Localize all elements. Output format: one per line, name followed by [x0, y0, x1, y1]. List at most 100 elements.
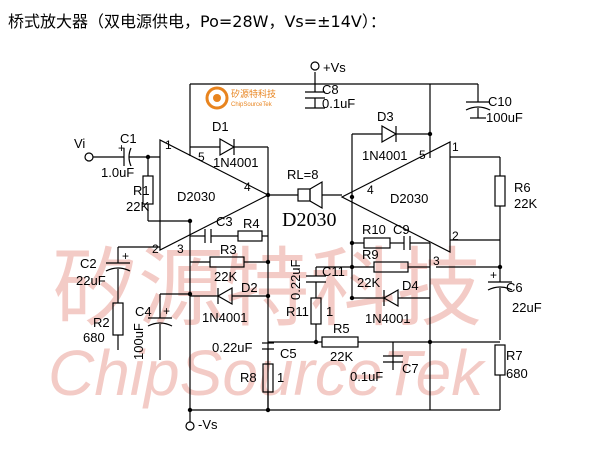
r7-value: 680	[506, 366, 528, 381]
d3-diode: D3 1N4001	[349, 109, 433, 200]
d4-value: 1N4001	[365, 311, 411, 326]
right-pin-4: 4	[367, 183, 374, 197]
vs-negative-terminal	[185, 421, 195, 431]
page-title: 桥式放大器（双电源供电，Po=28W，Vs=±14V）：	[8, 12, 386, 31]
vi-label: Vi	[74, 136, 85, 151]
c2-label: C2	[80, 256, 97, 271]
r6-resistor: R6 22K	[450, 156, 537, 224]
ground-bus	[117, 218, 431, 413]
r5-resistor-link: R5 22K	[268, 321, 500, 364]
r3-value: 22K	[214, 269, 237, 284]
c8-value: 0.1uF	[322, 96, 355, 111]
left-feedback-ground: + C2 22uF R2 680	[76, 246, 160, 345]
right-feedback-ground: + C6 22uF R7 680	[430, 224, 542, 411]
r8-label: R8	[240, 370, 257, 385]
left-pin-1: 1	[165, 138, 172, 152]
left-pin-2: 2	[152, 242, 159, 256]
r9-value: 22K	[357, 275, 380, 290]
c7-capacitor: 0.1uF C7	[350, 342, 419, 384]
r3-label: R3	[220, 242, 237, 257]
c9-label: C9	[393, 222, 410, 237]
vs-positive-label: +Vs	[323, 60, 346, 75]
c5-label: C5	[280, 346, 297, 361]
input-stage: Vi + C1 1.0uF R1 22K	[74, 131, 160, 221]
r5-value: 22K	[330, 349, 353, 364]
logo-cn: 矽源特科技	[231, 88, 276, 100]
d2-diode: D2 1N4001	[190, 280, 271, 325]
r5-label: R5	[333, 321, 350, 336]
vi-terminal	[84, 152, 94, 162]
right-feedback-network: R10 C9 R9 22K	[349, 197, 431, 300]
r6-value: 22K	[514, 196, 537, 211]
c8-label: C8	[322, 82, 339, 97]
c1-value: 1.0uF	[101, 165, 134, 180]
r4-label: R4	[243, 216, 260, 231]
watermark-chinese: 矽源特科技	[52, 241, 482, 337]
right-amplifier: D2030 1 5 4 2 3	[340, 140, 459, 268]
d4-label: D4	[402, 278, 419, 293]
r2-value: 680	[83, 330, 105, 345]
c1-label: C1	[120, 131, 137, 146]
watermark-logo: 矽源特科技 ChipSourceTek	[205, 86, 276, 110]
load-name: D2030	[282, 209, 336, 231]
d4-diode: D4 1N4001	[349, 278, 431, 350]
r6-label: R6	[514, 180, 531, 195]
right-pin-1: 1	[452, 140, 459, 154]
vs-positive-terminal	[310, 61, 320, 71]
r1-value: 22K	[126, 199, 149, 214]
c11-label: C11	[322, 264, 345, 279]
right-ic-label: D2030	[390, 191, 428, 206]
c8-capacitor: C8 0.1uF	[305, 82, 355, 111]
left-pin-5: 5	[198, 150, 205, 164]
c7-label: C7	[402, 361, 419, 376]
d1-label: D1	[212, 119, 229, 134]
c3-label: C3	[216, 214, 233, 229]
c4-value: 100uF	[131, 323, 146, 360]
svg-text:+: +	[490, 268, 497, 282]
left-ic-label: D2030	[177, 189, 215, 204]
d3-label: D3	[377, 109, 394, 124]
right-pin-3: 3	[433, 254, 440, 268]
left-amplifier: D2030 1 5 4 2 3	[152, 138, 270, 256]
svg-text:+: +	[163, 304, 170, 318]
d2-label: D2	[241, 280, 258, 295]
d1-diode: D1 1N4001	[190, 119, 269, 195]
r7-label: R7	[506, 348, 523, 363]
load-speaker: RL=8 D2030	[265, 167, 342, 231]
load-label: RL=8	[287, 167, 318, 182]
svg-text:+: +	[118, 141, 125, 155]
c4-label: C4	[135, 304, 152, 319]
c5-value: 0.22uF	[212, 340, 253, 355]
c11-value: 0.22uF	[288, 259, 303, 300]
c10-value: 100uF	[486, 110, 523, 125]
c7-value: 0.1uF	[350, 369, 383, 384]
svg-text:+: +	[122, 249, 129, 263]
r1-label: R1	[133, 183, 150, 198]
c10-label: C10	[488, 94, 512, 109]
r2-label: R2	[93, 315, 110, 330]
d3-value: 1N4001	[362, 148, 408, 163]
c2-value: 22uF	[76, 273, 106, 288]
left-pin-4: 4	[244, 180, 251, 194]
c10-capacitor: C10 100uF	[465, 84, 523, 125]
r8-value: 1	[277, 370, 284, 385]
left-feedback-network: C3 R4 R3 22K	[190, 195, 271, 408]
right-pin-5: 5	[419, 148, 426, 162]
c5-r8-zobel: 0.22uF C5 R8 1	[212, 340, 297, 413]
negative-supply: -Vs	[185, 410, 218, 432]
c11-r11-zobel: C11 0.22uF R11 1	[286, 259, 352, 345]
watermark: 矽源特科技 ChipSourceTek	[48, 241, 486, 409]
positive-rail: +Vs	[189, 60, 478, 150]
right-pin-2: 2	[452, 229, 459, 243]
vs-negative-label: -Vs	[198, 417, 218, 432]
r9-label: R9	[362, 247, 379, 262]
logo-en: ChipSourceTek	[231, 102, 273, 108]
d2-value: 1N4001	[202, 310, 248, 325]
c4-capacitor: + C4 100uF	[131, 291, 193, 360]
r11-label: R11	[286, 304, 309, 319]
r11-value: 1	[326, 304, 333, 319]
r10-label: R10	[362, 222, 386, 237]
left-pin-3: 3	[177, 242, 184, 256]
